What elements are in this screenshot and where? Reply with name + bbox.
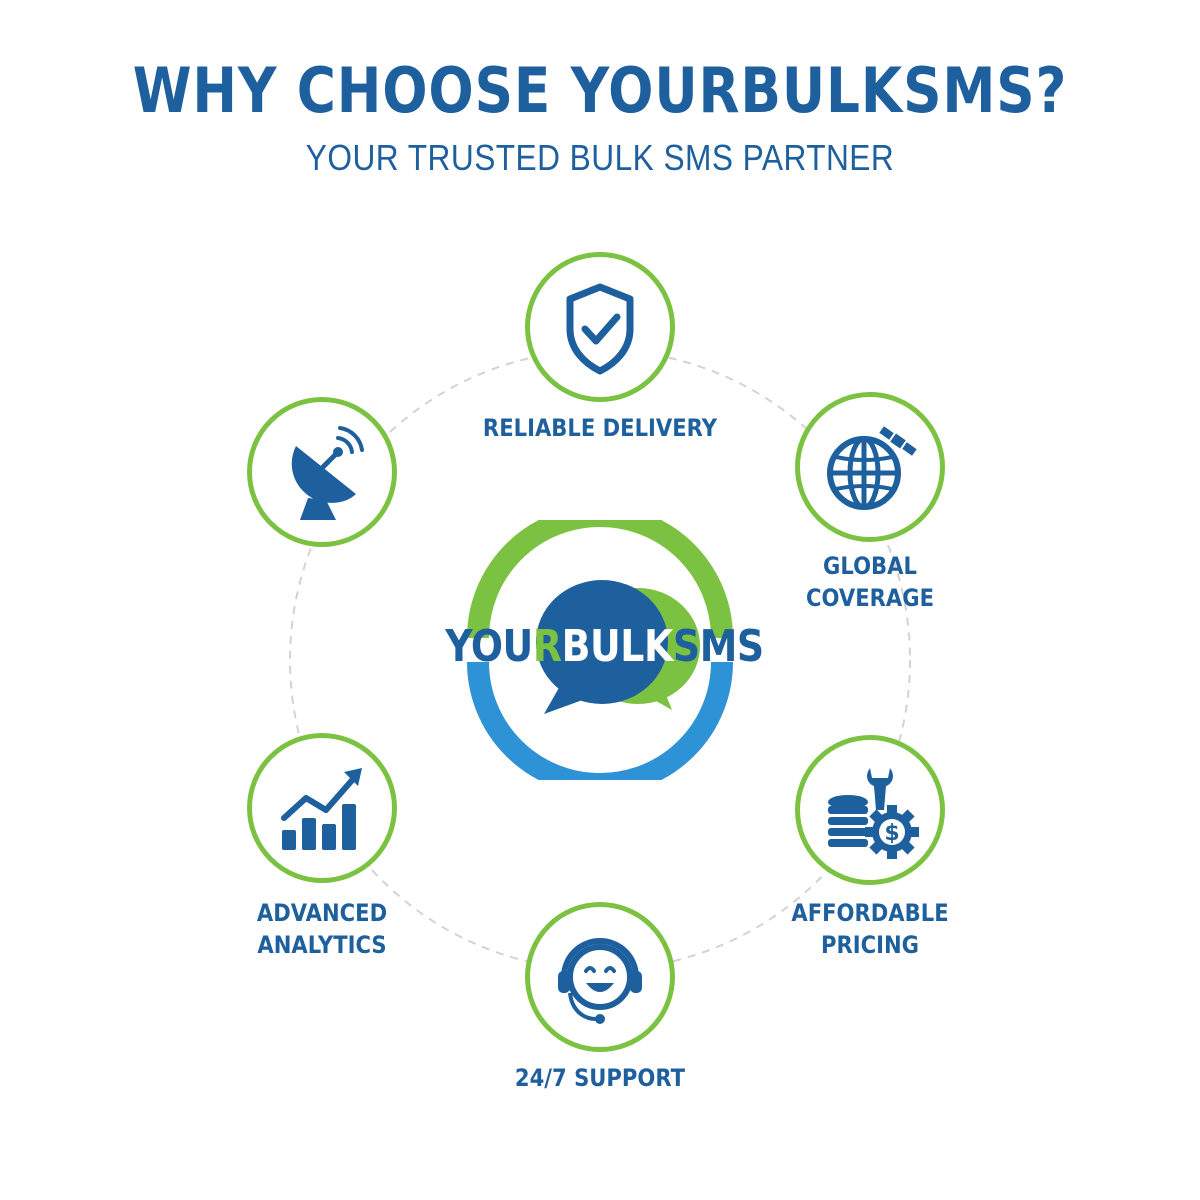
bar-chart-arrow-icon [281, 768, 362, 850]
center-logo: YOURBULKSMS [420, 505, 780, 795]
support-node [525, 902, 675, 1052]
logo-text-you: YOU [445, 621, 533, 672]
page-title: WHY CHOOSE YOURBULKSMS? [132, 54, 1068, 127]
global-coverage-label: GLOBAL COVERAGE [805, 552, 935, 612]
logo-text-r: R [532, 621, 562, 672]
satellite-dish-icon [291, 426, 364, 520]
page-subtitle: YOUR TRUSTED BULK SMS PARTNER [305, 137, 895, 178]
logo-text-bulk: BULK [561, 621, 674, 672]
affordable-pricing-node: $ [795, 735, 945, 885]
advanced-analytics-label: ADVANCED ANALYTICS [256, 899, 388, 959]
reliable-delivery-node [525, 252, 675, 402]
logo-wordmark: YOURBULKSMS [445, 621, 764, 672]
global-coverage-node [795, 392, 945, 542]
affordable-pricing-label: AFFORDABLE PRICING [791, 899, 949, 959]
logo-text-sms: SMS [672, 621, 764, 672]
support-label: 24/7 SUPPORT [514, 1064, 686, 1092]
headset-smile-icon [558, 938, 642, 1024]
globe-satellite-icon [827, 426, 917, 510]
satellite-node [247, 397, 397, 547]
shield-check-icon [566, 283, 634, 375]
advanced-analytics-node [247, 733, 397, 883]
coins-gear-icon: $ [828, 768, 919, 859]
reliable-delivery-label: RELIABLE DELIVERY [482, 414, 718, 442]
svg-text:$: $ [884, 821, 899, 846]
